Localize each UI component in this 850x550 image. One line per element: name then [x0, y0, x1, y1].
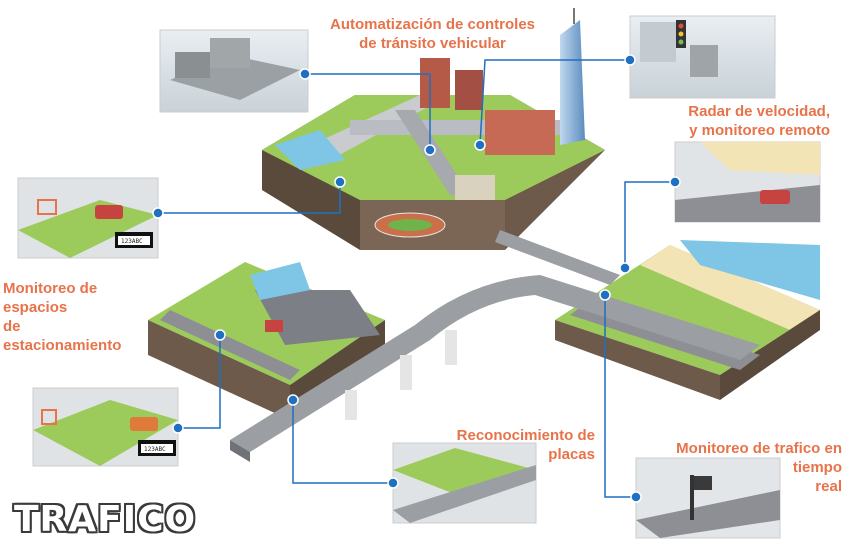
connector-radar [624, 181, 675, 268]
connector-traffic-light [479, 59, 630, 146]
connector-plate-camera [178, 335, 221, 429]
inset-plate-camera: 123ABC [32, 387, 179, 467]
beach-island [555, 240, 820, 400]
inset-automation [159, 29, 309, 113]
label-plates: Reconocimiento de placas [456, 427, 595, 463]
inset-realtime [635, 457, 781, 539]
label-parking: Monitoreo de espacios de estacionamiento [3, 280, 122, 354]
label-automation: Automatización de controles de tránsito … [329, 16, 536, 52]
connectors [158, 59, 675, 498]
label-realtime: Monitoreo de trafico en tiempo real [676, 440, 842, 495]
inset-plate-recognition [392, 442, 537, 524]
connector-realtime [604, 295, 636, 498]
connector-plate-recognition [292, 400, 393, 484]
plate-number-1: 123ABC [121, 238, 143, 245]
inset-parking-camera: 123ABC [17, 177, 159, 259]
page-title: TRAFICO [14, 499, 197, 540]
label-radar: Radar de velocidad, y monitoreo remoto [688, 103, 830, 139]
connector-dots [152, 54, 681, 503]
connector-automation [305, 73, 431, 150]
inset-traffic-light [629, 15, 776, 99]
plate-number-2: 123ABC [144, 446, 166, 453]
inset-radar [674, 141, 821, 223]
connector-parking-camera [158, 182, 341, 214]
highway-bridge [230, 230, 760, 462]
